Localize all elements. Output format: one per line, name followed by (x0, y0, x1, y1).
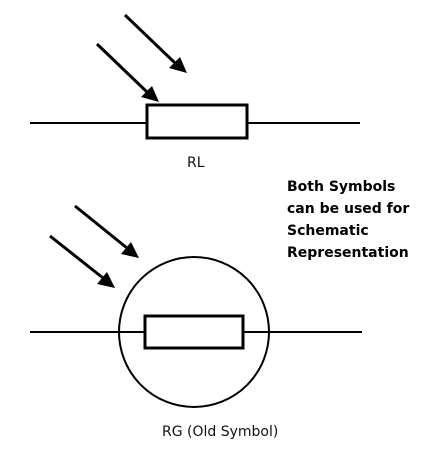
note-line: Schematic (287, 223, 369, 239)
note-line: Representation (287, 245, 409, 261)
rl-light-arrow-upper (123, 13, 187, 73)
rl-light-arrow-lower (95, 42, 159, 102)
rl-resistor-body (145, 103, 249, 140)
rg-symbol (30, 204, 362, 408)
rg-label: RG (Old Symbol) (162, 424, 279, 440)
rg-light-arrow-upper (74, 204, 139, 258)
note-line: Both Symbols (287, 179, 396, 195)
rg-resistor-body (143, 314, 245, 350)
note-line: can be used for (287, 201, 410, 217)
schematic-note: Both Symbols can be used for Schematic R… (287, 176, 425, 264)
rg-light-arrow-lower (49, 234, 115, 288)
rl-symbol (30, 13, 360, 140)
rl-label: RL (187, 155, 205, 171)
